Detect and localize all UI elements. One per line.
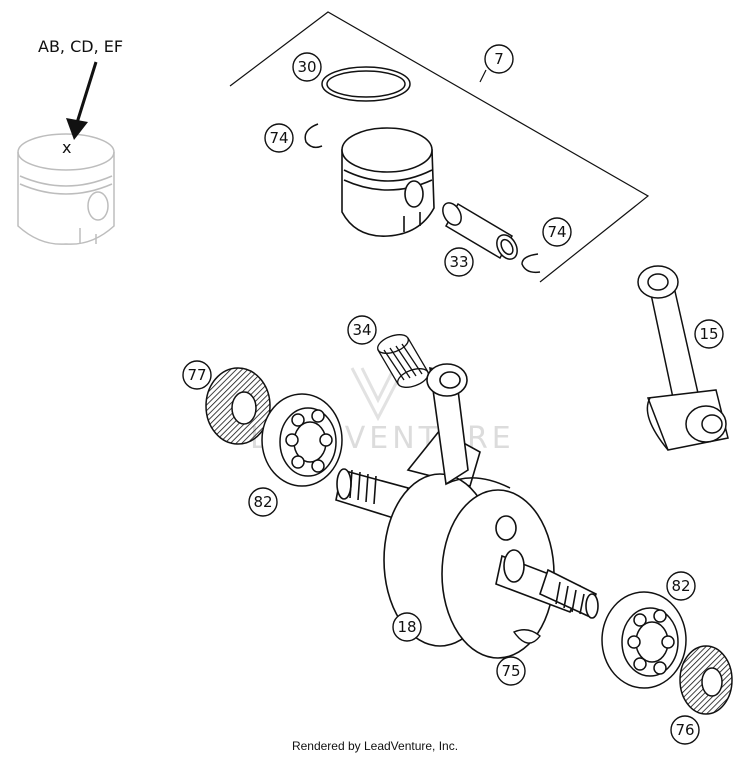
piston-pin	[442, 202, 518, 260]
needle-bearing	[377, 334, 429, 388]
svg-text:75: 75	[501, 662, 520, 680]
callout-18: 18	[392, 612, 422, 642]
svg-text:x: x	[62, 138, 71, 157]
callout-7: 7	[484, 44, 514, 74]
svg-text:76: 76	[675, 721, 694, 739]
callout-30: 30	[292, 52, 322, 82]
svg-text:74: 74	[547, 223, 566, 241]
ball-bearing-left	[261, 393, 343, 487]
svg-text:30: 30	[297, 58, 316, 76]
shaft-seal-left	[205, 367, 271, 445]
callout-34: 34	[347, 315, 377, 345]
callout-74-upper: 74	[264, 123, 294, 153]
connecting-rod	[637, 265, 729, 451]
credit-text: Rendered by LeadVenture, Inc.	[292, 739, 458, 753]
circlip-upper	[304, 123, 323, 149]
svg-text:15: 15	[699, 325, 718, 343]
svg-text:77: 77	[187, 366, 206, 384]
circlip-lower	[521, 253, 541, 274]
svg-text:18: 18	[397, 618, 416, 636]
callout-15: 15	[694, 319, 724, 349]
svg-text:7: 7	[494, 50, 504, 68]
callout-33: 33	[444, 247, 474, 277]
callout-74-lower: 74	[542, 217, 572, 247]
shaft-seal-right	[679, 645, 733, 715]
variant-label: AB, CD, EF	[38, 37, 123, 56]
svg-text:34: 34	[352, 321, 371, 339]
callout-77: 77	[182, 360, 212, 390]
piston-kit-bracket	[229, 11, 650, 283]
svg-text:82: 82	[671, 577, 690, 595]
svg-text:74: 74	[269, 129, 288, 147]
piston	[341, 127, 435, 237]
reference-piston	[17, 133, 115, 245]
callout-75: 75	[496, 656, 526, 686]
callout-76: 76	[670, 715, 700, 745]
crankshaft	[335, 363, 599, 659]
svg-text:82: 82	[253, 493, 272, 511]
woodruff-key	[512, 629, 541, 644]
svg-text:33: 33	[449, 253, 468, 271]
ball-bearing-right	[601, 591, 687, 689]
variant-mark: x	[62, 138, 71, 157]
callout-82-right: 82	[666, 571, 696, 601]
callout-82-left: 82	[248, 487, 278, 517]
piston-ring	[321, 66, 411, 102]
variant-arrow	[66, 61, 98, 140]
